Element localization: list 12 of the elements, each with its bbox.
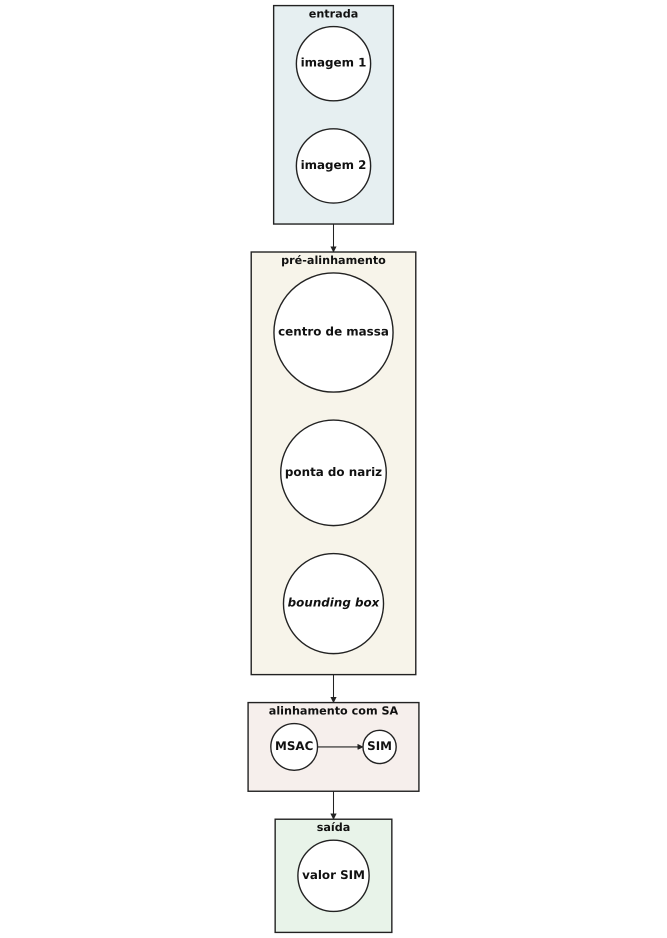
node-circle: MSAC	[270, 722, 318, 771]
node-circle: SIM	[362, 730, 397, 764]
node-circle: ponta do nariz	[280, 419, 387, 526]
arrow	[330, 224, 337, 252]
arrow	[330, 791, 337, 820]
node-circle: bounding box	[282, 552, 384, 654]
node-circle: valor SIM	[297, 840, 370, 912]
arrow	[330, 674, 337, 703]
node-circle: imagem 1	[296, 26, 372, 102]
node-circle: centro de massa	[273, 272, 394, 393]
node-circle: imagem 2	[296, 128, 372, 204]
arrow	[318, 744, 364, 750]
